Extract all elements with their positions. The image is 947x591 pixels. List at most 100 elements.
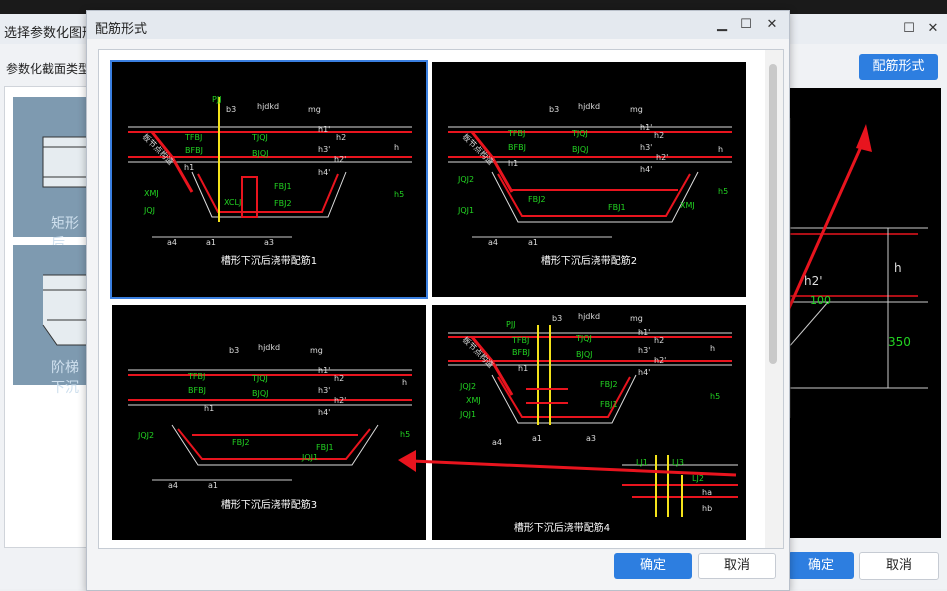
label-h: h: [718, 145, 723, 154]
rebar-option-caption: 槽形下沉后浇带配筋2: [541, 254, 637, 267]
arrowhead-icon: [856, 124, 872, 152]
label-tjqj: TJQJ: [251, 133, 268, 142]
label-h1: h1: [204, 404, 214, 413]
rebar-style-dialog: 配筋形式 ▁ ☐ ✕ PJJ b3 hjdkd mg TFBJ: [86, 10, 790, 591]
label-mg: mg: [310, 346, 323, 355]
preview-dim-h: h: [894, 261, 902, 275]
label-h2: h2: [336, 133, 346, 142]
preview-dim-100: 100: [810, 294, 831, 307]
label-a1: a1: [208, 481, 218, 490]
label-h2p: h2': [656, 153, 668, 162]
label-h1: h1: [184, 163, 194, 172]
rebar-option-4[interactable]: PJJ b3 hjdkd mg TFBJ BFBJ TJQJ BJQJ h1' …: [432, 305, 746, 540]
rect-section-icon: [42, 136, 88, 188]
label-tfbj: TFBJ: [187, 372, 205, 381]
label-b3: b3: [549, 105, 559, 114]
parent-cancel-button[interactable]: 取消: [859, 552, 939, 580]
label-bjqj: BJQJ: [572, 145, 589, 154]
label-xmj: XMJ: [466, 396, 481, 405]
label-tjqj: TJQJ: [251, 374, 268, 383]
label-hb: hb: [702, 504, 712, 513]
label-h2p: h2': [334, 155, 346, 164]
maximize-icon[interactable]: ☐: [740, 17, 752, 32]
label-hjdkd: hjdkd: [257, 102, 279, 111]
label-a1: a1: [532, 434, 542, 443]
section-thumb-rect[interactable]: 矩形后: [13, 97, 88, 252]
rebar-option-1[interactable]: PJJ b3 hjdkd mg TFBJ BFBJ TJQJ BJQJ h1' …: [110, 60, 428, 299]
dialog-title: 配筋形式: [95, 22, 148, 37]
label-fbj1: FBJ1: [274, 182, 292, 191]
label-jqj1: JQJ1: [459, 410, 476, 419]
label-a3: a3: [586, 434, 596, 443]
label-h5: h5: [710, 392, 720, 401]
label-xclj: XCLJ: [224, 198, 241, 207]
close-icon[interactable]: ✕: [766, 17, 778, 32]
label-h2p: h2': [654, 356, 666, 365]
rebar-option-caption: 槽形下沉后浇带配筋1: [221, 254, 317, 267]
label-hjdkd: hjdkd: [258, 343, 280, 352]
label-jqj2: JQJ2: [137, 431, 154, 440]
label-a1: a1: [206, 238, 216, 247]
label-xmj: XMJ: [680, 201, 695, 210]
dialog-ok-button[interactable]: 确定: [614, 553, 692, 579]
rebar-diagram-2: b3 hjdkd mg TFBJ BFBJ TJQJ BJQJ h1' h2 h…: [448, 102, 732, 267]
label-mg: mg: [630, 105, 643, 114]
rebar-style-button[interactable]: 配筋形式: [859, 54, 938, 80]
rebar-option-3[interactable]: b3 hjdkd mg TFBJ BFBJ TJQJ BJQJ h1' h2 h…: [112, 305, 426, 540]
label-jqj1: JQJ1: [301, 453, 318, 462]
parent-ok-button[interactable]: 确定: [788, 552, 854, 579]
label-bfbj: BFBJ: [185, 146, 203, 155]
label-joint: 板节点构造: [461, 131, 496, 166]
label-b3: b3: [226, 105, 236, 114]
label-fbj2: FBJ2: [232, 438, 250, 447]
dialog-cancel-button[interactable]: 取消: [698, 553, 776, 579]
rebar-option-2[interactable]: b3 hjdkd mg TFBJ BFBJ TJQJ BJQJ h1' h2 h…: [432, 62, 746, 297]
label-tfbj: TFBJ: [184, 133, 202, 142]
label-h: h: [402, 378, 407, 387]
label-h3p: h3': [638, 346, 650, 355]
label-b3: b3: [229, 346, 239, 355]
label-h4p: h4': [640, 165, 652, 174]
label-h4p: h4': [318, 168, 330, 177]
label-hjdkd: hjdkd: [578, 312, 600, 321]
label-h3p: h3': [640, 143, 652, 152]
label-bjqj: BJQJ: [576, 350, 593, 359]
label-bfbj: BFBJ: [188, 386, 206, 395]
label-h5: h5: [394, 190, 404, 199]
label-fbj2: FBJ2: [600, 380, 618, 389]
rebar-diagram-1: PJJ b3 hjdkd mg TFBJ BFBJ TJQJ BJQJ h1' …: [128, 95, 412, 267]
preview-dim-h2: h2': [804, 274, 823, 288]
label-b3: b3: [552, 314, 562, 323]
rebar-diagram-3: b3 hjdkd mg TFBJ BFBJ TJQJ BJQJ h1' h2 h…: [128, 343, 412, 511]
label-h2: h2: [654, 336, 664, 345]
label-h: h: [394, 143, 399, 152]
label-mg: mg: [308, 105, 321, 114]
label-joint: 板节点构造: [461, 334, 496, 369]
label-joint: 板节点构造: [141, 131, 176, 166]
label-lj3: LJ3: [672, 458, 684, 467]
section-thumb-step[interactable]: 阶梯下沉: [13, 245, 88, 396]
label-h3p: h3': [318, 386, 330, 395]
label-a3: a3: [264, 238, 274, 247]
label-h1: h1: [508, 159, 518, 168]
close-icon[interactable]: ✕: [927, 21, 939, 36]
label-a4: a4: [492, 438, 502, 447]
dialog-title-bar: 配筋形式 ▁ ☐ ✕: [87, 11, 789, 39]
label-fbj1: FBJ1: [600, 400, 618, 409]
preview-dim-350: 350: [888, 335, 911, 349]
label-tfbj: TFBJ: [507, 129, 525, 138]
label-a4: a4: [488, 238, 498, 247]
label-h1p: h1': [318, 125, 330, 134]
label-bfbj: BFBJ: [512, 348, 530, 357]
maximize-icon[interactable]: ☐: [903, 21, 915, 36]
label-lj2: LJ2: [692, 474, 704, 483]
label-bjqj: BJQJ: [252, 389, 269, 398]
scrollbar-thumb[interactable]: [769, 64, 777, 364]
vertical-scrollbar[interactable]: [765, 50, 783, 548]
label-h5: h5: [400, 430, 410, 439]
minimize-icon[interactable]: ▁: [717, 17, 727, 32]
label-jqj: JQJ: [143, 206, 155, 215]
label-h2: h2: [334, 374, 344, 383]
label-h3p: h3': [318, 145, 330, 154]
label-a4: a4: [167, 238, 177, 247]
